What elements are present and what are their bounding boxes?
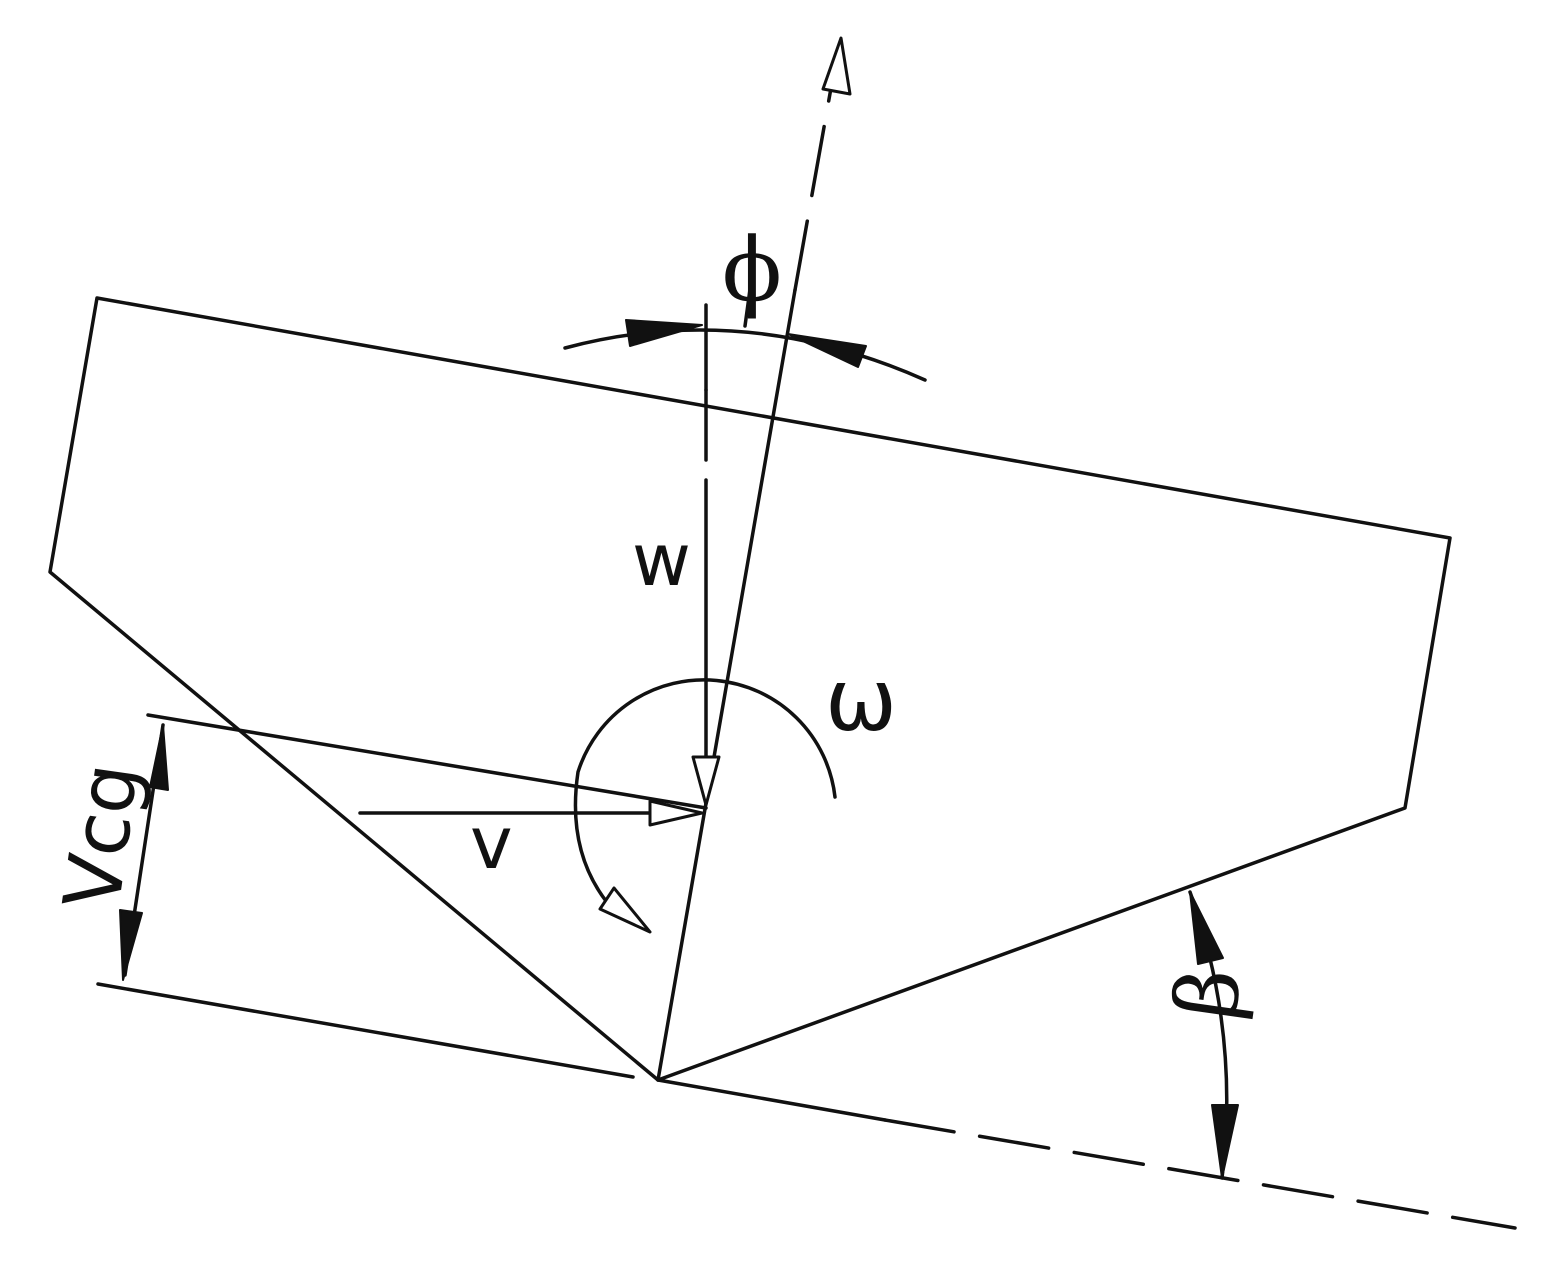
vcg-arrowhead-bottom xyxy=(119,909,143,981)
baseline-left xyxy=(96,982,635,1079)
waterline-dashed xyxy=(883,1118,1517,1230)
omega-arc xyxy=(573,678,837,917)
phi-pointer xyxy=(743,280,753,328)
v-vector-arrowhead xyxy=(648,799,704,827)
body-axis-dashed xyxy=(793,58,838,292)
beta-arrowhead-bottom xyxy=(1211,1104,1239,1179)
vcg-arrowhead-top xyxy=(149,724,169,791)
waterline-solid xyxy=(656,1078,887,1122)
omega-label: ω xyxy=(825,651,897,751)
body-axis-arrowhead xyxy=(821,36,852,96)
vcg-label: Vcg xyxy=(48,758,157,915)
phi-arc xyxy=(563,328,927,382)
phi-label: ϕ xyxy=(722,218,782,321)
w-vector-arrowhead xyxy=(691,755,721,807)
hull-outline xyxy=(48,296,1452,1082)
phi-arrowhead-left xyxy=(625,319,703,347)
v-label: v xyxy=(470,801,513,885)
beta-arrowhead-top xyxy=(1189,891,1224,965)
cg-reference-line xyxy=(146,713,708,810)
beta-label: β xyxy=(1156,962,1262,1025)
w-label: w xyxy=(632,518,691,602)
phi-arrowhead-right xyxy=(787,333,867,368)
body-axis-solid xyxy=(656,288,797,1082)
omega-arrowhead xyxy=(598,886,652,934)
